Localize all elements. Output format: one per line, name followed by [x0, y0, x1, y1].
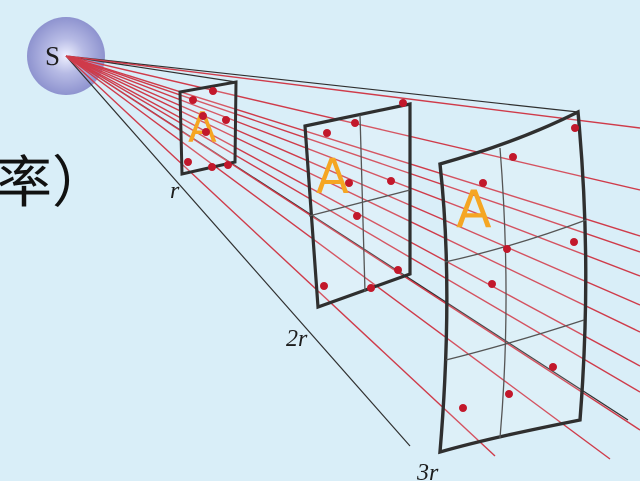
square-3r: A 3r — [416, 109, 588, 481]
square-r-letter: A — [188, 103, 217, 152]
distance-label-2r: 2r — [286, 326, 308, 352]
square-r: A r — [170, 80, 238, 204]
cut-off-text: 率） — [0, 151, 108, 216]
ray-hit-points — [184, 87, 579, 412]
square-2r-letter: A — [316, 149, 349, 205]
square-2r: A 2r — [286, 102, 412, 352]
source-label: S — [45, 41, 60, 71]
distance-label-3r: 3r — [416, 460, 439, 481]
distance-label-r: r — [170, 178, 180, 204]
square-3r-letter: A — [456, 180, 492, 240]
